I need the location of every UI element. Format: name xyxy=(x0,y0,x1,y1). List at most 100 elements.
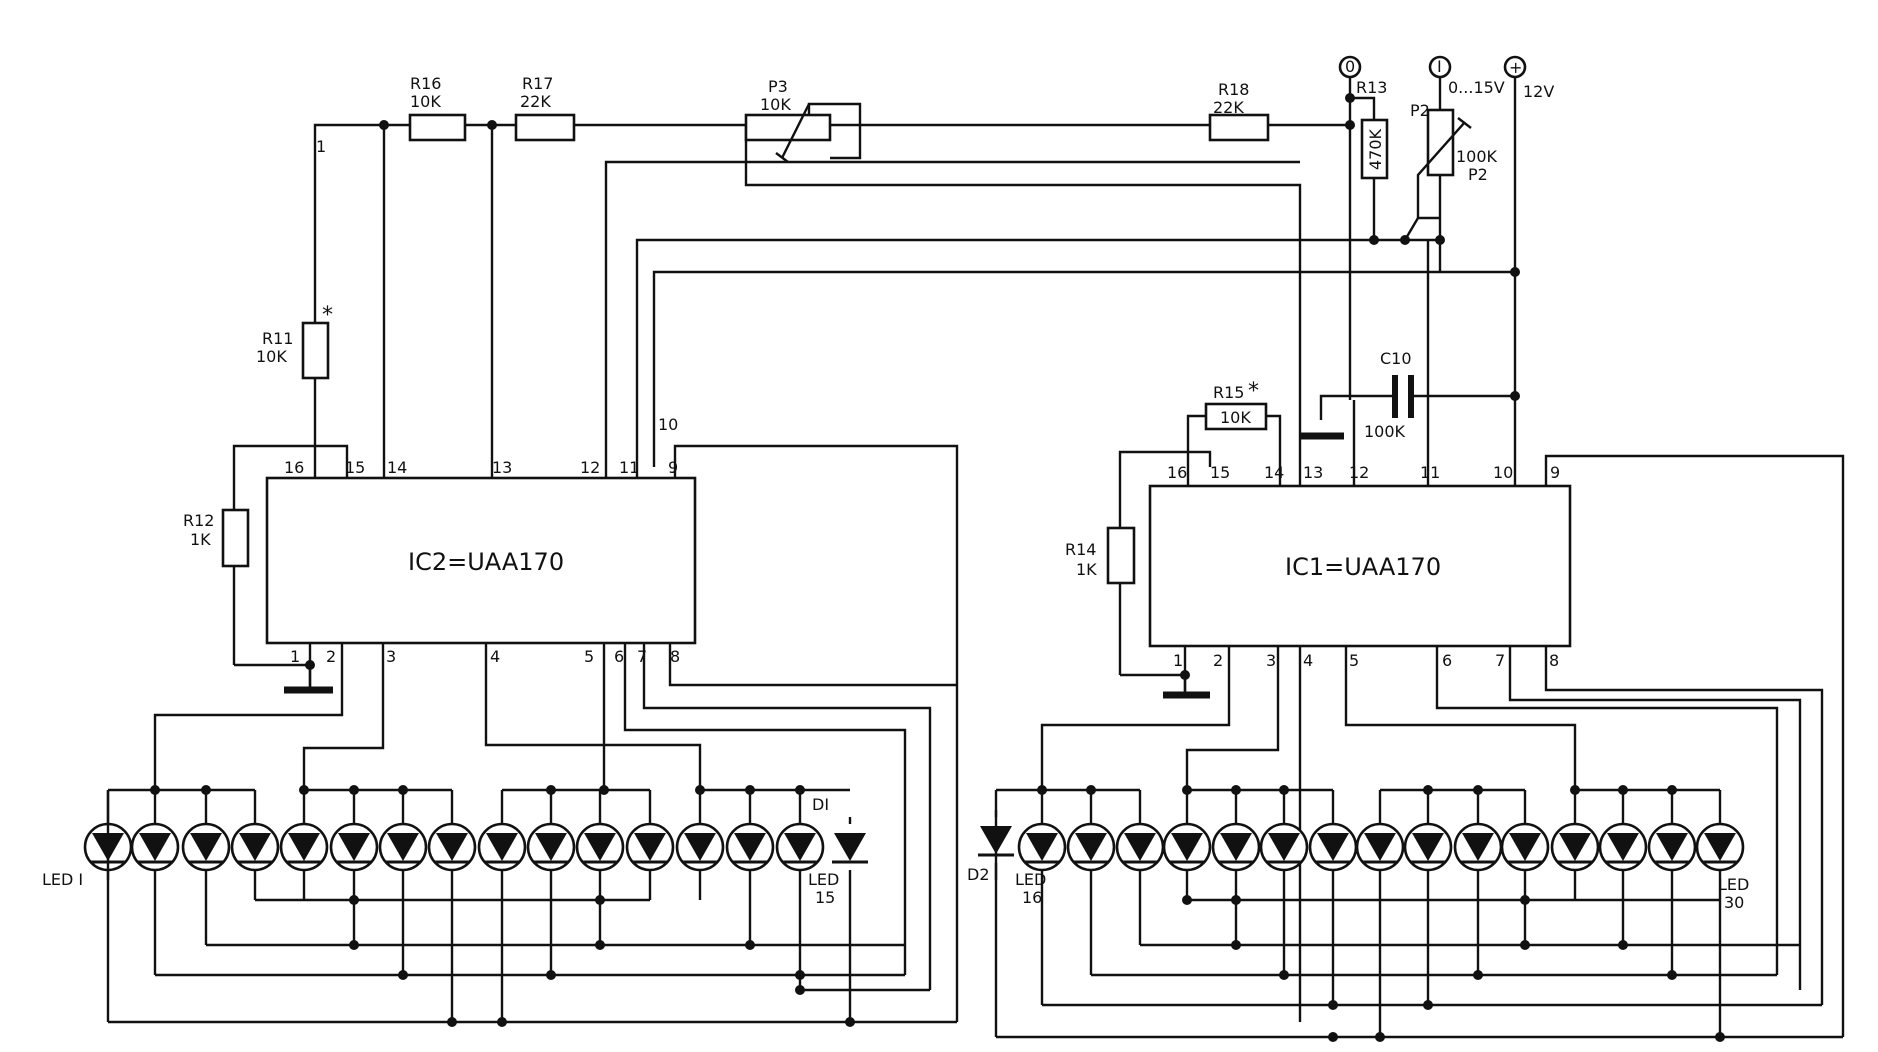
r17-value: 22K xyxy=(520,92,551,111)
led-bus-right xyxy=(994,788,1843,1039)
led30-label-b: 30 xyxy=(1724,893,1744,912)
led-left-7 xyxy=(378,790,428,880)
led-left-9 xyxy=(477,790,527,880)
ic2-top-pins: 16 15 14 13 12 11 9 10 1 xyxy=(284,137,678,478)
ic1-pin-13: 13 xyxy=(1303,463,1323,482)
led-right-26 xyxy=(1500,790,1550,880)
r17: R17 22K xyxy=(514,74,576,142)
led-right-18 xyxy=(1115,790,1165,880)
ic1-pin-8: 8 xyxy=(1549,651,1559,670)
p2-name: P2 xyxy=(1410,101,1430,120)
led-right-25 xyxy=(1453,790,1503,880)
r17-name: R17 xyxy=(522,74,553,93)
led-left-11 xyxy=(575,790,625,880)
r16: R16 10K xyxy=(408,74,467,142)
r15-value: 10K xyxy=(1220,408,1251,427)
r18: R18 22K xyxy=(1208,80,1270,142)
ic2-label: IC2=UAA170 xyxy=(408,548,564,576)
r16-resistor xyxy=(408,113,467,142)
terminal-1-symbol: I xyxy=(1437,57,1442,76)
r16-name: R16 xyxy=(410,74,441,93)
r11-mark: * xyxy=(322,303,333,328)
ic2-pin-3: 3 xyxy=(386,647,396,666)
r15: R15 * 10K xyxy=(1204,379,1268,431)
r15-mark: * xyxy=(1248,379,1259,404)
ic2-pin-10: 10 xyxy=(658,415,678,434)
r18-resistor xyxy=(1208,113,1270,142)
ic1-pin-15: 15 xyxy=(1210,463,1230,482)
ic2-pin-4: 4 xyxy=(490,647,500,666)
r12-resistor xyxy=(221,508,250,568)
ic1-pin-10: 10 xyxy=(1493,463,1513,482)
ic1-pin-9: 9 xyxy=(1550,463,1560,482)
led16-label-a: LED xyxy=(1015,870,1046,889)
led-left-8 xyxy=(427,790,477,880)
ic2-pin-5: 5 xyxy=(584,647,594,666)
terminal-0-symbol: 0 xyxy=(1345,57,1355,76)
ic1-pin-4: 4 xyxy=(1303,651,1313,670)
led-right-19 xyxy=(1162,790,1212,880)
led-left-2 xyxy=(130,790,180,880)
ic2-pin-2: 2 xyxy=(326,647,336,666)
led-left-15 xyxy=(775,790,825,880)
junctions-led xyxy=(150,785,1725,1042)
c10-name: C10 xyxy=(1380,349,1412,368)
ic1-label: IC1=UAA170 xyxy=(1285,553,1441,581)
terminal-1-label: 0...15V xyxy=(1448,78,1505,97)
led15-label-b: 15 xyxy=(815,888,835,907)
r15-resistor xyxy=(1204,402,1268,431)
terminal-12v-symbol: + xyxy=(1509,58,1522,77)
ic1-pin-11: 11 xyxy=(1420,463,1440,482)
ic2-pin-1: 1 xyxy=(290,647,300,666)
p2-potentiometer xyxy=(1426,108,1455,177)
junctions-top xyxy=(305,93,1520,680)
ic2-pin-13: 13 xyxy=(492,458,512,477)
led1-label: LED I xyxy=(42,870,83,889)
r17-resistor xyxy=(514,113,576,142)
led-right-16 xyxy=(1017,790,1067,880)
terminal-12v: + 12V xyxy=(1503,55,1554,101)
led-row-right xyxy=(978,790,1745,880)
r13-name: R13 xyxy=(1356,78,1387,97)
ic1-pin-2: 2 xyxy=(1213,651,1223,670)
r11-resistor xyxy=(301,321,330,380)
ic1-pin-12: 12 xyxy=(1349,463,1369,482)
led-left-3 xyxy=(181,790,231,880)
led-right-20 xyxy=(1211,790,1261,880)
led-right-29 xyxy=(1647,790,1697,880)
ic2-pin-14: 14 xyxy=(387,458,407,477)
d2-label: D2 xyxy=(967,865,990,884)
ic2-net-1: 1 xyxy=(316,137,326,156)
led-right-30 xyxy=(1695,790,1745,880)
led-right-21 xyxy=(1259,790,1309,880)
ic1-pin-3: 3 xyxy=(1266,651,1276,670)
ic2-pin-9: 9 xyxy=(668,458,678,477)
led15-label-a: LED xyxy=(808,870,839,889)
r13-value: 470K xyxy=(1366,128,1385,170)
led-left-12 xyxy=(625,790,675,880)
p2-value: 100K xyxy=(1456,147,1498,166)
ic2-pin-6: 6 xyxy=(614,647,624,666)
ic1-pin-5: 5 xyxy=(1349,651,1359,670)
p2-name-2: P2 xyxy=(1468,165,1488,184)
ic1-pin-16: 16 xyxy=(1167,463,1187,482)
led-right-28 xyxy=(1598,790,1648,880)
led-row-left xyxy=(83,790,868,880)
ic1-bottom-pins: 1 2 3 4 5 6 7 8 xyxy=(1040,646,1824,1022)
terminal-1: I 0...15V xyxy=(1428,55,1505,97)
led-right-22 xyxy=(1308,790,1358,880)
ic1-pin-6: 6 xyxy=(1442,651,1452,670)
terminal-0: 0 xyxy=(1338,55,1362,79)
led-left-14 xyxy=(725,790,775,880)
p3-name: P3 xyxy=(768,77,788,96)
diode-d1 xyxy=(832,817,868,880)
r14-value: 1K xyxy=(1076,560,1097,579)
led-left-10 xyxy=(526,790,576,880)
led16-label-b: 16 xyxy=(1022,888,1042,907)
ic2-pin-12: 12 xyxy=(580,458,600,477)
ic1-pin-1: 1 xyxy=(1173,651,1183,670)
p3: P3 10K xyxy=(744,77,832,163)
r12-value: 1K xyxy=(190,530,211,549)
ic2-pin-7: 7 xyxy=(637,647,647,666)
top-wires xyxy=(313,78,1845,1037)
